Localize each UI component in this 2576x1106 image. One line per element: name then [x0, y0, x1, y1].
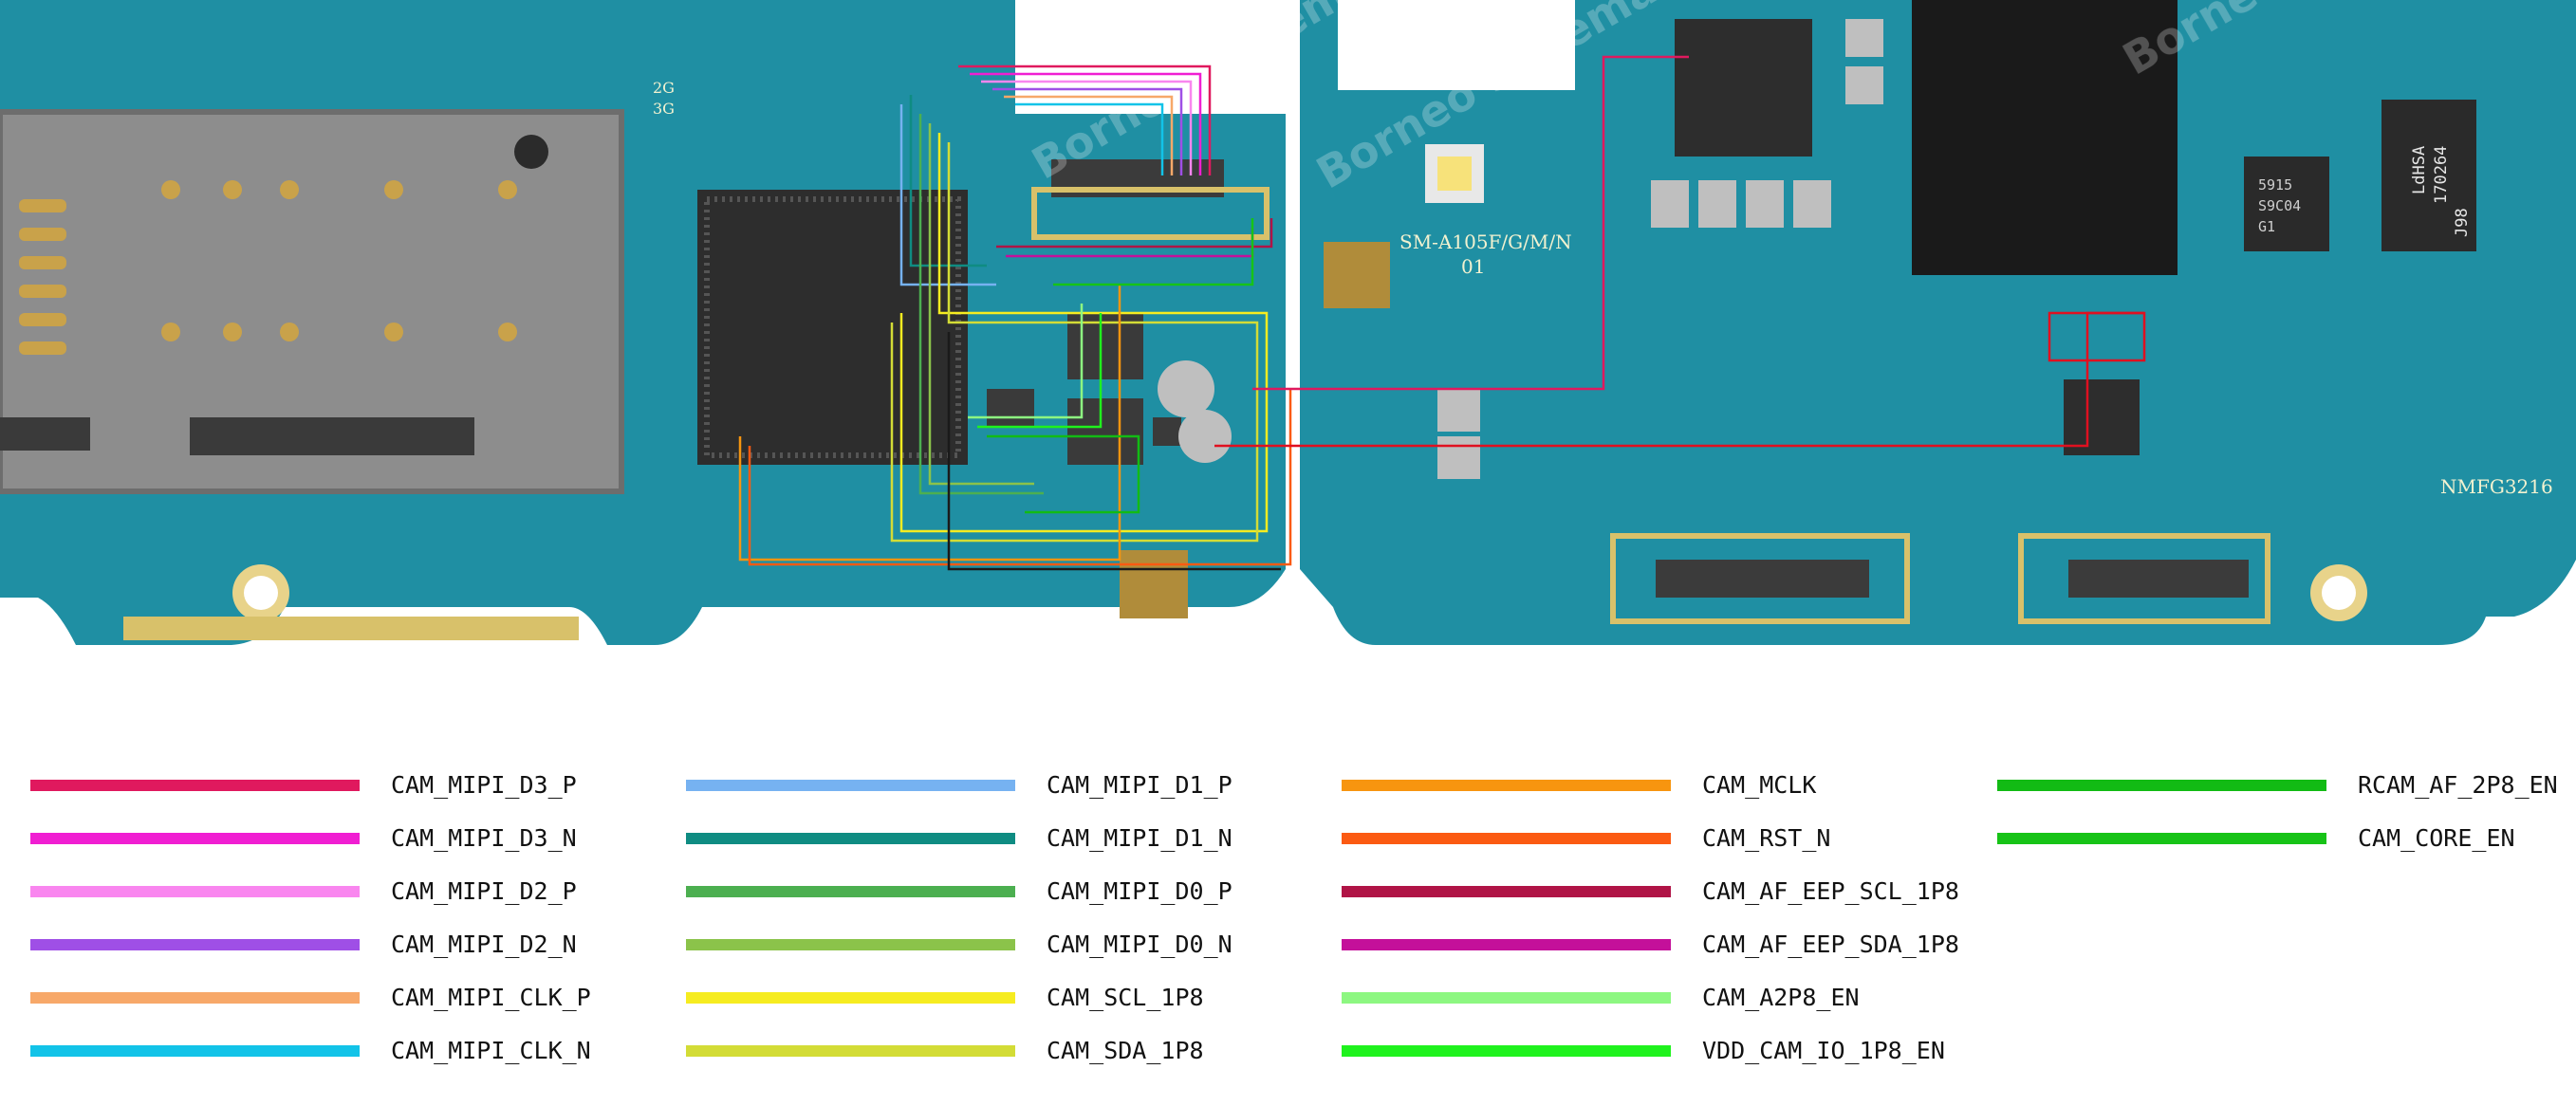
legend-swatch	[1342, 833, 1671, 844]
legend-label: CAM_SCL_1P8	[1047, 984, 1204, 1011]
qr-code-right	[1324, 242, 1390, 308]
chip-label-2: 170264	[2432, 146, 2451, 204]
legend-swatch	[30, 886, 360, 897]
legend-label: CAM_MIPI_D0_N	[1047, 931, 1232, 958]
legend-swatch	[686, 939, 1015, 950]
ram-bga-chip	[1675, 19, 1812, 157]
legend-swatch	[1342, 1045, 1671, 1057]
emmc-chip	[1912, 0, 2178, 275]
qr-code	[1120, 550, 1188, 618]
legend-label: CAM_MIPI_D1_P	[1047, 771, 1232, 799]
legend-label: RCAM_AF_2P8_EN	[2358, 771, 2558, 799]
revision-label: 01	[1461, 255, 1485, 278]
chip-label-1: LdHSA	[2410, 146, 2429, 194]
signal-traces	[738, 55, 2146, 571]
legend-swatch	[686, 992, 1015, 1004]
connector-left	[1656, 560, 1869, 598]
pcb-board-photo: 2G 3G SM-A105F/G/M/N 01 NMFG3216 LdHSA 1…	[0, 0, 2576, 645]
legend-label: CAM_MIPI_D0_P	[1047, 877, 1232, 905]
pmic-chip	[2381, 100, 2476, 251]
legend-label: CAM_MCLK	[1702, 771, 1817, 799]
legend-swatch	[1997, 780, 2326, 791]
legend-swatch	[30, 1045, 360, 1057]
legend-swatch	[30, 992, 360, 1004]
legend-swatch	[686, 780, 1015, 791]
chip-label-3: J98	[2453, 208, 2472, 237]
legend-label: CAM_SDA_1P8	[1047, 1037, 1204, 1064]
legend-swatch	[30, 833, 360, 844]
legend-swatch	[686, 886, 1015, 897]
nmfg-label: NMFG3216	[2440, 475, 2553, 498]
model-label: SM-A105F/G/M/N	[1399, 230, 1572, 253]
connector-right	[2068, 560, 2249, 598]
right-board-half: SM-A105F/G/M/N 01 NMFG3216 LdHSA 170264 …	[1300, 0, 2576, 645]
legend-swatch	[1342, 939, 1671, 950]
legend-label: CAM_MIPI_D1_N	[1047, 824, 1232, 852]
legend-swatch	[686, 1045, 1015, 1057]
legend-label: CAM_MIPI_D3_P	[391, 771, 577, 799]
legend-label: CAM_MIPI_D2_N	[391, 931, 577, 958]
legend-swatch	[1342, 780, 1671, 791]
legend-label: CAM_RST_N	[1702, 824, 1831, 852]
legend-label: CAM_A2P8_EN	[1702, 984, 1860, 1011]
legend-label: CAM_MIPI_CLK_P	[391, 984, 591, 1011]
legend-label: CAM_CORE_EN	[2358, 824, 2515, 852]
legend-swatch	[1342, 992, 1671, 1004]
chip-label-4: 5915	[2258, 176, 2292, 194]
label-2g: 2G	[653, 79, 675, 97]
left-board-half: 2G 3G	[0, 0, 1286, 645]
soc-bga-chip	[697, 190, 968, 465]
legend: CAM_MIPI_D3_P CAM_MIPI_D3_N CAM_MIPI_D2_P C…	[0, 740, 2576, 1100]
legend-label: CAM_MIPI_CLK_N	[391, 1037, 591, 1064]
chip-label-6: G1	[2258, 218, 2275, 235]
legend-label: CAM_AF_EEP_SDA_1P8	[1702, 931, 1959, 958]
legend-swatch	[30, 780, 360, 791]
legend-swatch	[30, 939, 360, 950]
legend-swatch	[1997, 833, 2326, 844]
label-3g: 3G	[653, 100, 675, 118]
legend-label: CAM_AF_EEP_SCL_1P8	[1702, 877, 1959, 905]
legend-label: CAM_MIPI_D2_P	[391, 877, 577, 905]
legend-swatch	[1342, 886, 1671, 897]
chip-label-5: S9C04	[2258, 197, 2301, 214]
legend-label: CAM_MIPI_D3_N	[391, 824, 577, 852]
legend-label: VDD_CAM_IO_1P8_EN	[1702, 1037, 1945, 1064]
legend-swatch	[686, 833, 1015, 844]
